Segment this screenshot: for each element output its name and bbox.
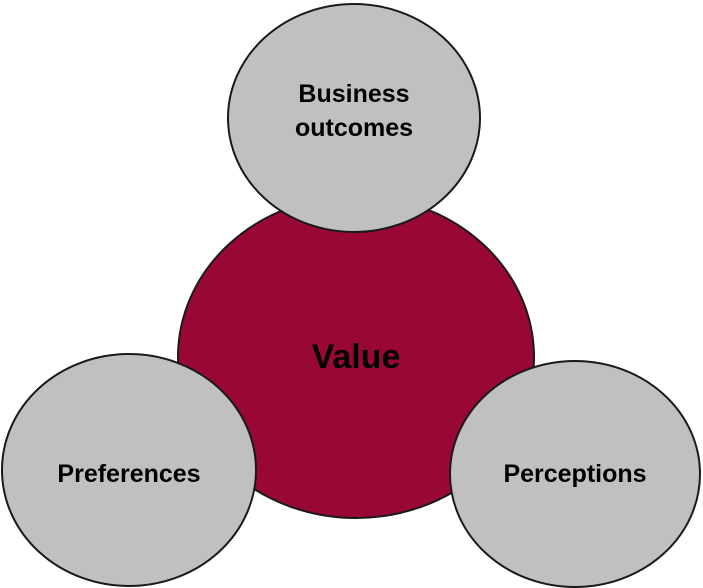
value-label: Value bbox=[312, 338, 401, 376]
preferences-label: Preferences bbox=[57, 460, 200, 488]
business-outcomes-node: Business outcomes bbox=[227, 3, 481, 233]
value-node: Value bbox=[177, 195, 535, 519]
perceptions-circle bbox=[449, 360, 701, 588]
preferences-circle bbox=[1, 353, 257, 587]
perceptions-label: Perceptions bbox=[503, 460, 646, 488]
business-outcomes-label-line2: outcomes bbox=[295, 114, 413, 142]
business-outcomes-label-line1: Business bbox=[298, 80, 409, 108]
business-outcomes-circle bbox=[227, 3, 481, 233]
perceptions-node: Perceptions bbox=[449, 360, 701, 588]
preferences-node: Preferences bbox=[1, 353, 257, 587]
